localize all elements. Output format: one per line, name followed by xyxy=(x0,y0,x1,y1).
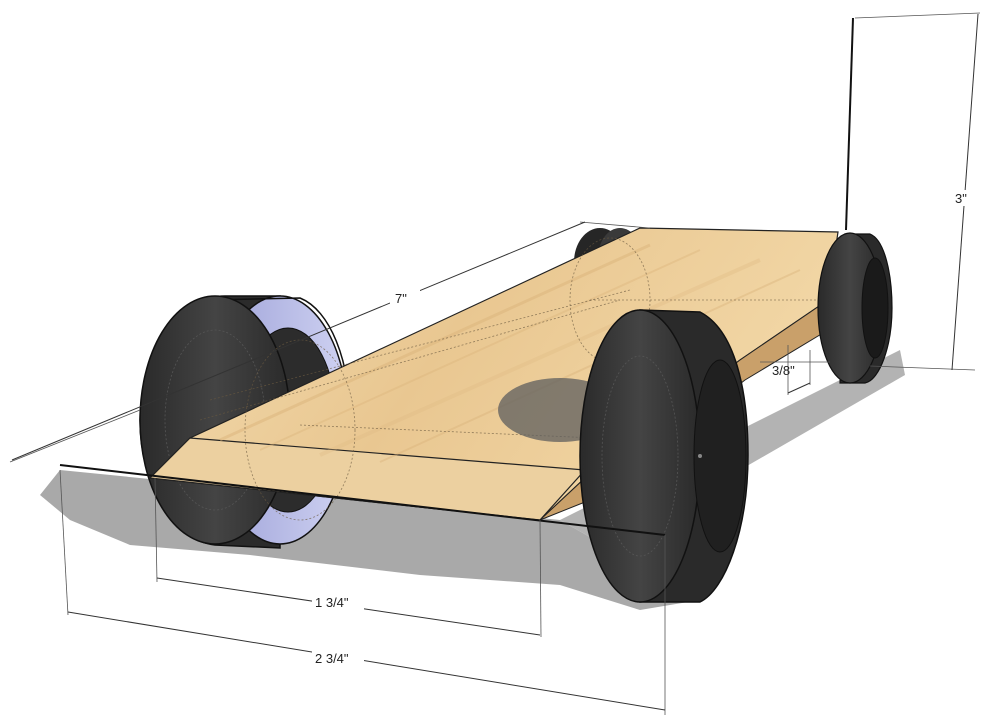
dim-clearance-label: 3/8" xyxy=(772,363,795,378)
dim-height-label: 3" xyxy=(955,191,967,206)
dim-inner-width: 1 3/4" xyxy=(154,477,542,638)
height-post xyxy=(845,17,854,231)
ground-line xyxy=(59,464,666,536)
dim-length-label: 7" xyxy=(395,291,407,306)
dim-height: 3" xyxy=(854,12,981,371)
dim-length: 7" xyxy=(9,221,651,463)
dim-outer-width-label: 2 3/4" xyxy=(315,651,349,666)
front-right-wheel xyxy=(579,309,749,603)
dim-inner-width-label: 1 3/4" xyxy=(315,595,349,610)
rear-right-wheel xyxy=(817,232,893,384)
dim-outer-width: 2 3/4" xyxy=(59,469,666,715)
dim-clearance: 3/8" xyxy=(760,345,830,395)
